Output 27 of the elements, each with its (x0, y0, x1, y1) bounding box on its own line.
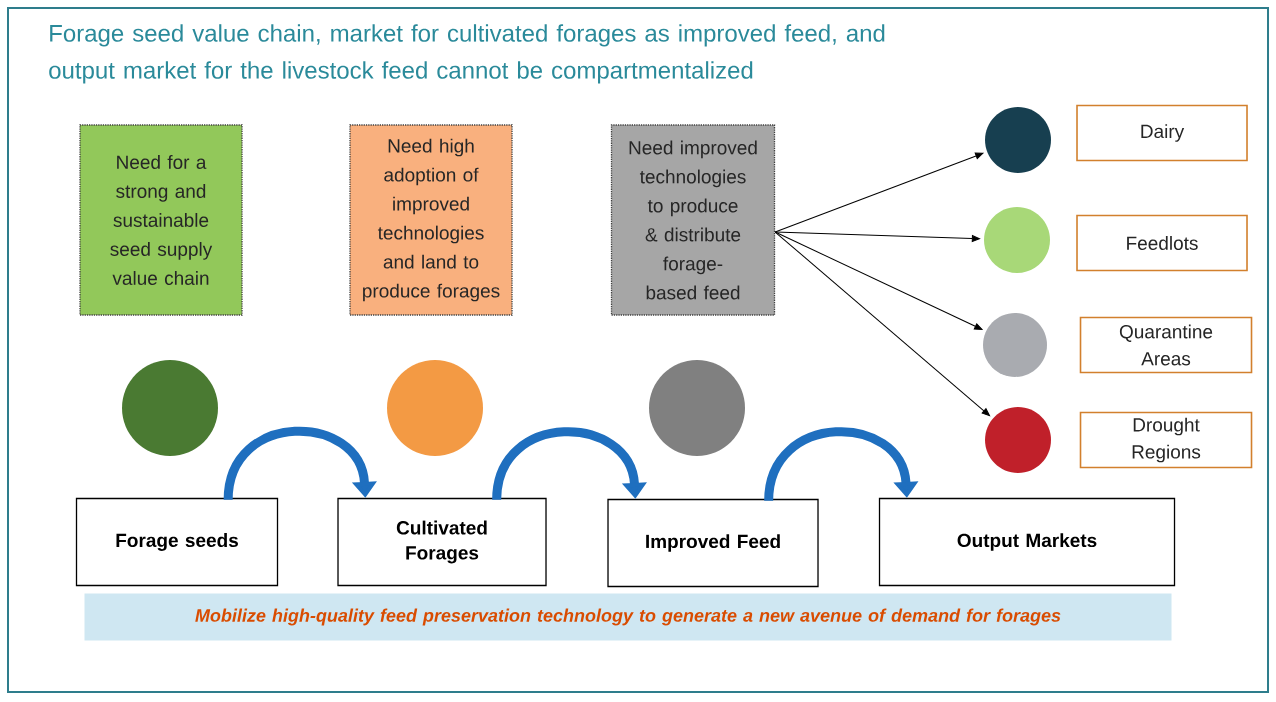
arrow (774, 152, 984, 233)
circle (985, 107, 1051, 173)
banner: Mobilize high-quality feed preservation technology to generate a new avenue of demand for forages (84, 593, 1172, 641)
circle (122, 360, 218, 456)
arrow (774, 231, 990, 417)
market-box: Quarantine Areas (1079, 316, 1253, 374)
circle (983, 313, 1047, 377)
stage-box: Improved Feed (607, 498, 819, 588)
title: Forage seed value chain, market for cultivated forages as improved feed, and output market for the livestock feed cannot be compartmentalized (49, 24, 885, 84)
market-box: Feedlots (1076, 214, 1248, 272)
arrow (492, 427, 647, 501)
stage-box: Forage seeds (75, 497, 279, 587)
circle (649, 360, 745, 456)
circle (984, 207, 1050, 273)
arrow (774, 231, 983, 330)
market-box: Dairy (1076, 104, 1248, 162)
circle (985, 407, 1051, 473)
circle (387, 360, 483, 456)
arrow (764, 427, 919, 502)
arrow (223, 426, 377, 501)
need-box: Need high adoption of improved technologies and land to produce forages (349, 124, 513, 316)
market-box: Drought Regions (1079, 411, 1253, 469)
stage-box: Cultivated Forages (337, 497, 547, 587)
need-box: Need improved technologies to produce & distribute forage-based feed (610, 124, 776, 316)
stage-box: Output Markets (878, 497, 1176, 587)
arrow (774, 231, 980, 242)
need-box: Need for a strong and sustainable seed supply value chain (79, 124, 243, 316)
